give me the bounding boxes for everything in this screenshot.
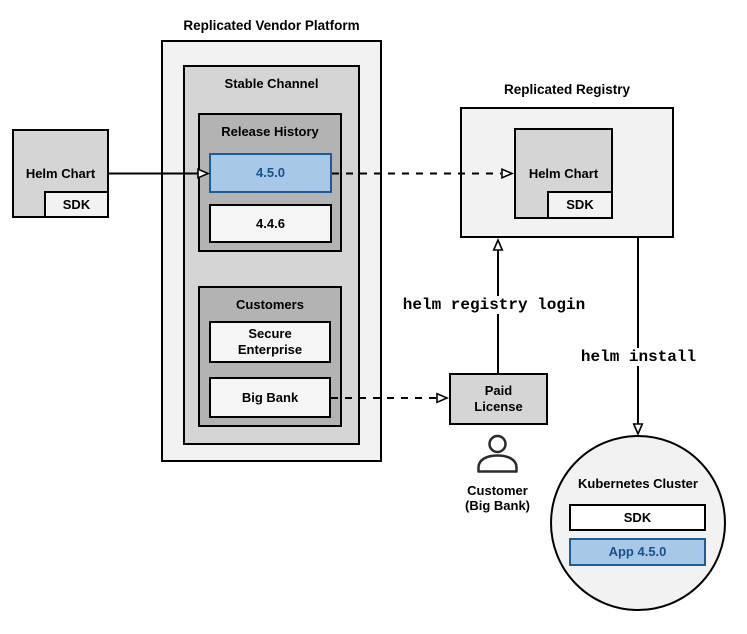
stable-channel-title: Stable Channel <box>224 76 319 91</box>
paid-license-box: Paid License <box>449 373 548 425</box>
helm-install-label: helm install <box>579 348 698 366</box>
kubernetes-cluster-title: Kubernetes Cluster <box>578 476 698 491</box>
customer-secure-enterprise-box: Secure Enterprise <box>209 321 331 363</box>
release-4-4-6-box: 4.4.6 <box>209 204 332 243</box>
cluster-app-box: App 4.5.0 <box>569 538 706 566</box>
release-4-5-0-box: 4.5.0 <box>209 153 332 193</box>
customer-actor-label: Customer (Big Bank) <box>447 483 548 513</box>
release-history-title: Release History <box>221 124 319 139</box>
edge-registry-to-cluster <box>632 238 644 437</box>
registry-title: Replicated Registry <box>503 82 631 97</box>
paid-license-label: Paid License <box>474 383 523 414</box>
cluster-sdk-box: SDK <box>569 504 706 531</box>
vendor-sdk-box: SDK <box>44 191 109 218</box>
platform-title: Replicated Vendor Platform <box>183 18 360 33</box>
helm-registry-login-label: helm registry login <box>397 296 591 314</box>
customer-actor-name: Customer <box>467 483 528 498</box>
person-icon <box>477 434 518 473</box>
customers-title: Customers <box>236 297 304 312</box>
customer-big-bank-box: Big Bank <box>209 377 331 418</box>
registry-sdk-box: SDK <box>547 191 613 219</box>
customer-actor-detail: (Big Bank) <box>465 498 530 513</box>
customer-secure-enterprise-label: Secure Enterprise <box>237 326 303 357</box>
